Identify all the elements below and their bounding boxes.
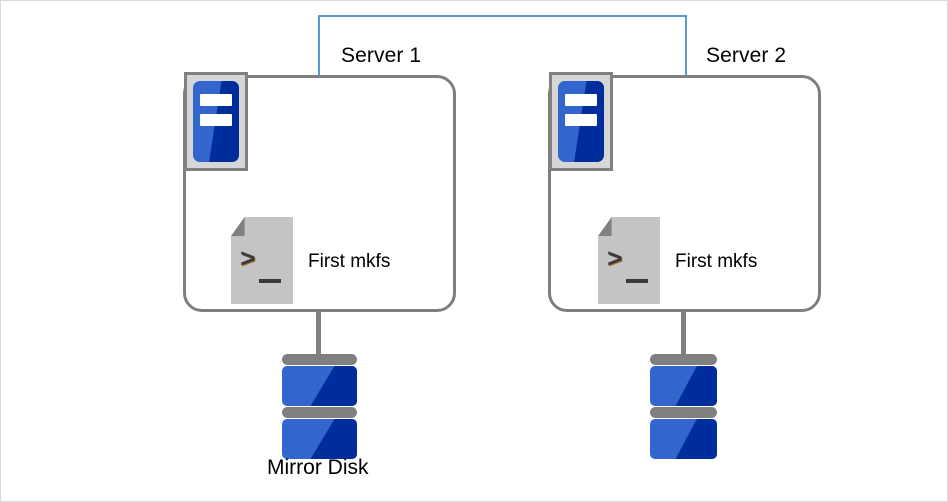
disk-bar-middle: [650, 407, 717, 418]
terminal-script-icon-fold: [598, 217, 612, 237]
server-2-label: Server 2: [706, 44, 787, 67]
mirror-disk-icon: [282, 354, 357, 460]
server-icon: [184, 72, 248, 171]
disk-bar-middle: [282, 407, 357, 418]
server-2-disk-connector: [681, 311, 686, 359]
server-icon-chassis: [193, 81, 239, 162]
server-1-action-label: First mkfs: [308, 251, 391, 272]
terminal-prompt-glyph: >: [607, 245, 623, 275]
disk-body-lower: [282, 419, 357, 459]
server-icon-slot-1: [200, 94, 232, 106]
server-2-disk-icon: [650, 354, 717, 460]
server-icon-slot-1: [565, 94, 597, 106]
disk-body-upper: [282, 366, 357, 406]
disk-body-upper: [650, 366, 717, 406]
terminal-script-icon: >: [598, 217, 660, 304]
terminal-script-icon: >: [231, 217, 293, 304]
server-icon-slot-2: [565, 114, 597, 126]
server-1-label: Server 1: [341, 44, 422, 67]
disk-body-lower: [650, 419, 717, 459]
disk-bar-top: [282, 354, 357, 365]
server-icon-slot-2: [200, 114, 232, 126]
server-2-action-label: First mkfs: [675, 251, 758, 272]
server-1-disk-connector: [316, 311, 321, 359]
terminal-prompt-glyph: >: [240, 245, 256, 275]
terminal-cursor-glyph: [626, 279, 648, 283]
mirror-disk-label: Mirror Disk: [267, 456, 369, 479]
server-icon-chassis: [558, 81, 604, 162]
server-icon: [549, 72, 613, 171]
terminal-script-icon-fold: [231, 217, 245, 237]
terminal-cursor-glyph: [259, 279, 281, 283]
disk-bar-top: [650, 354, 717, 365]
server-interconnect-link: [318, 15, 687, 76]
